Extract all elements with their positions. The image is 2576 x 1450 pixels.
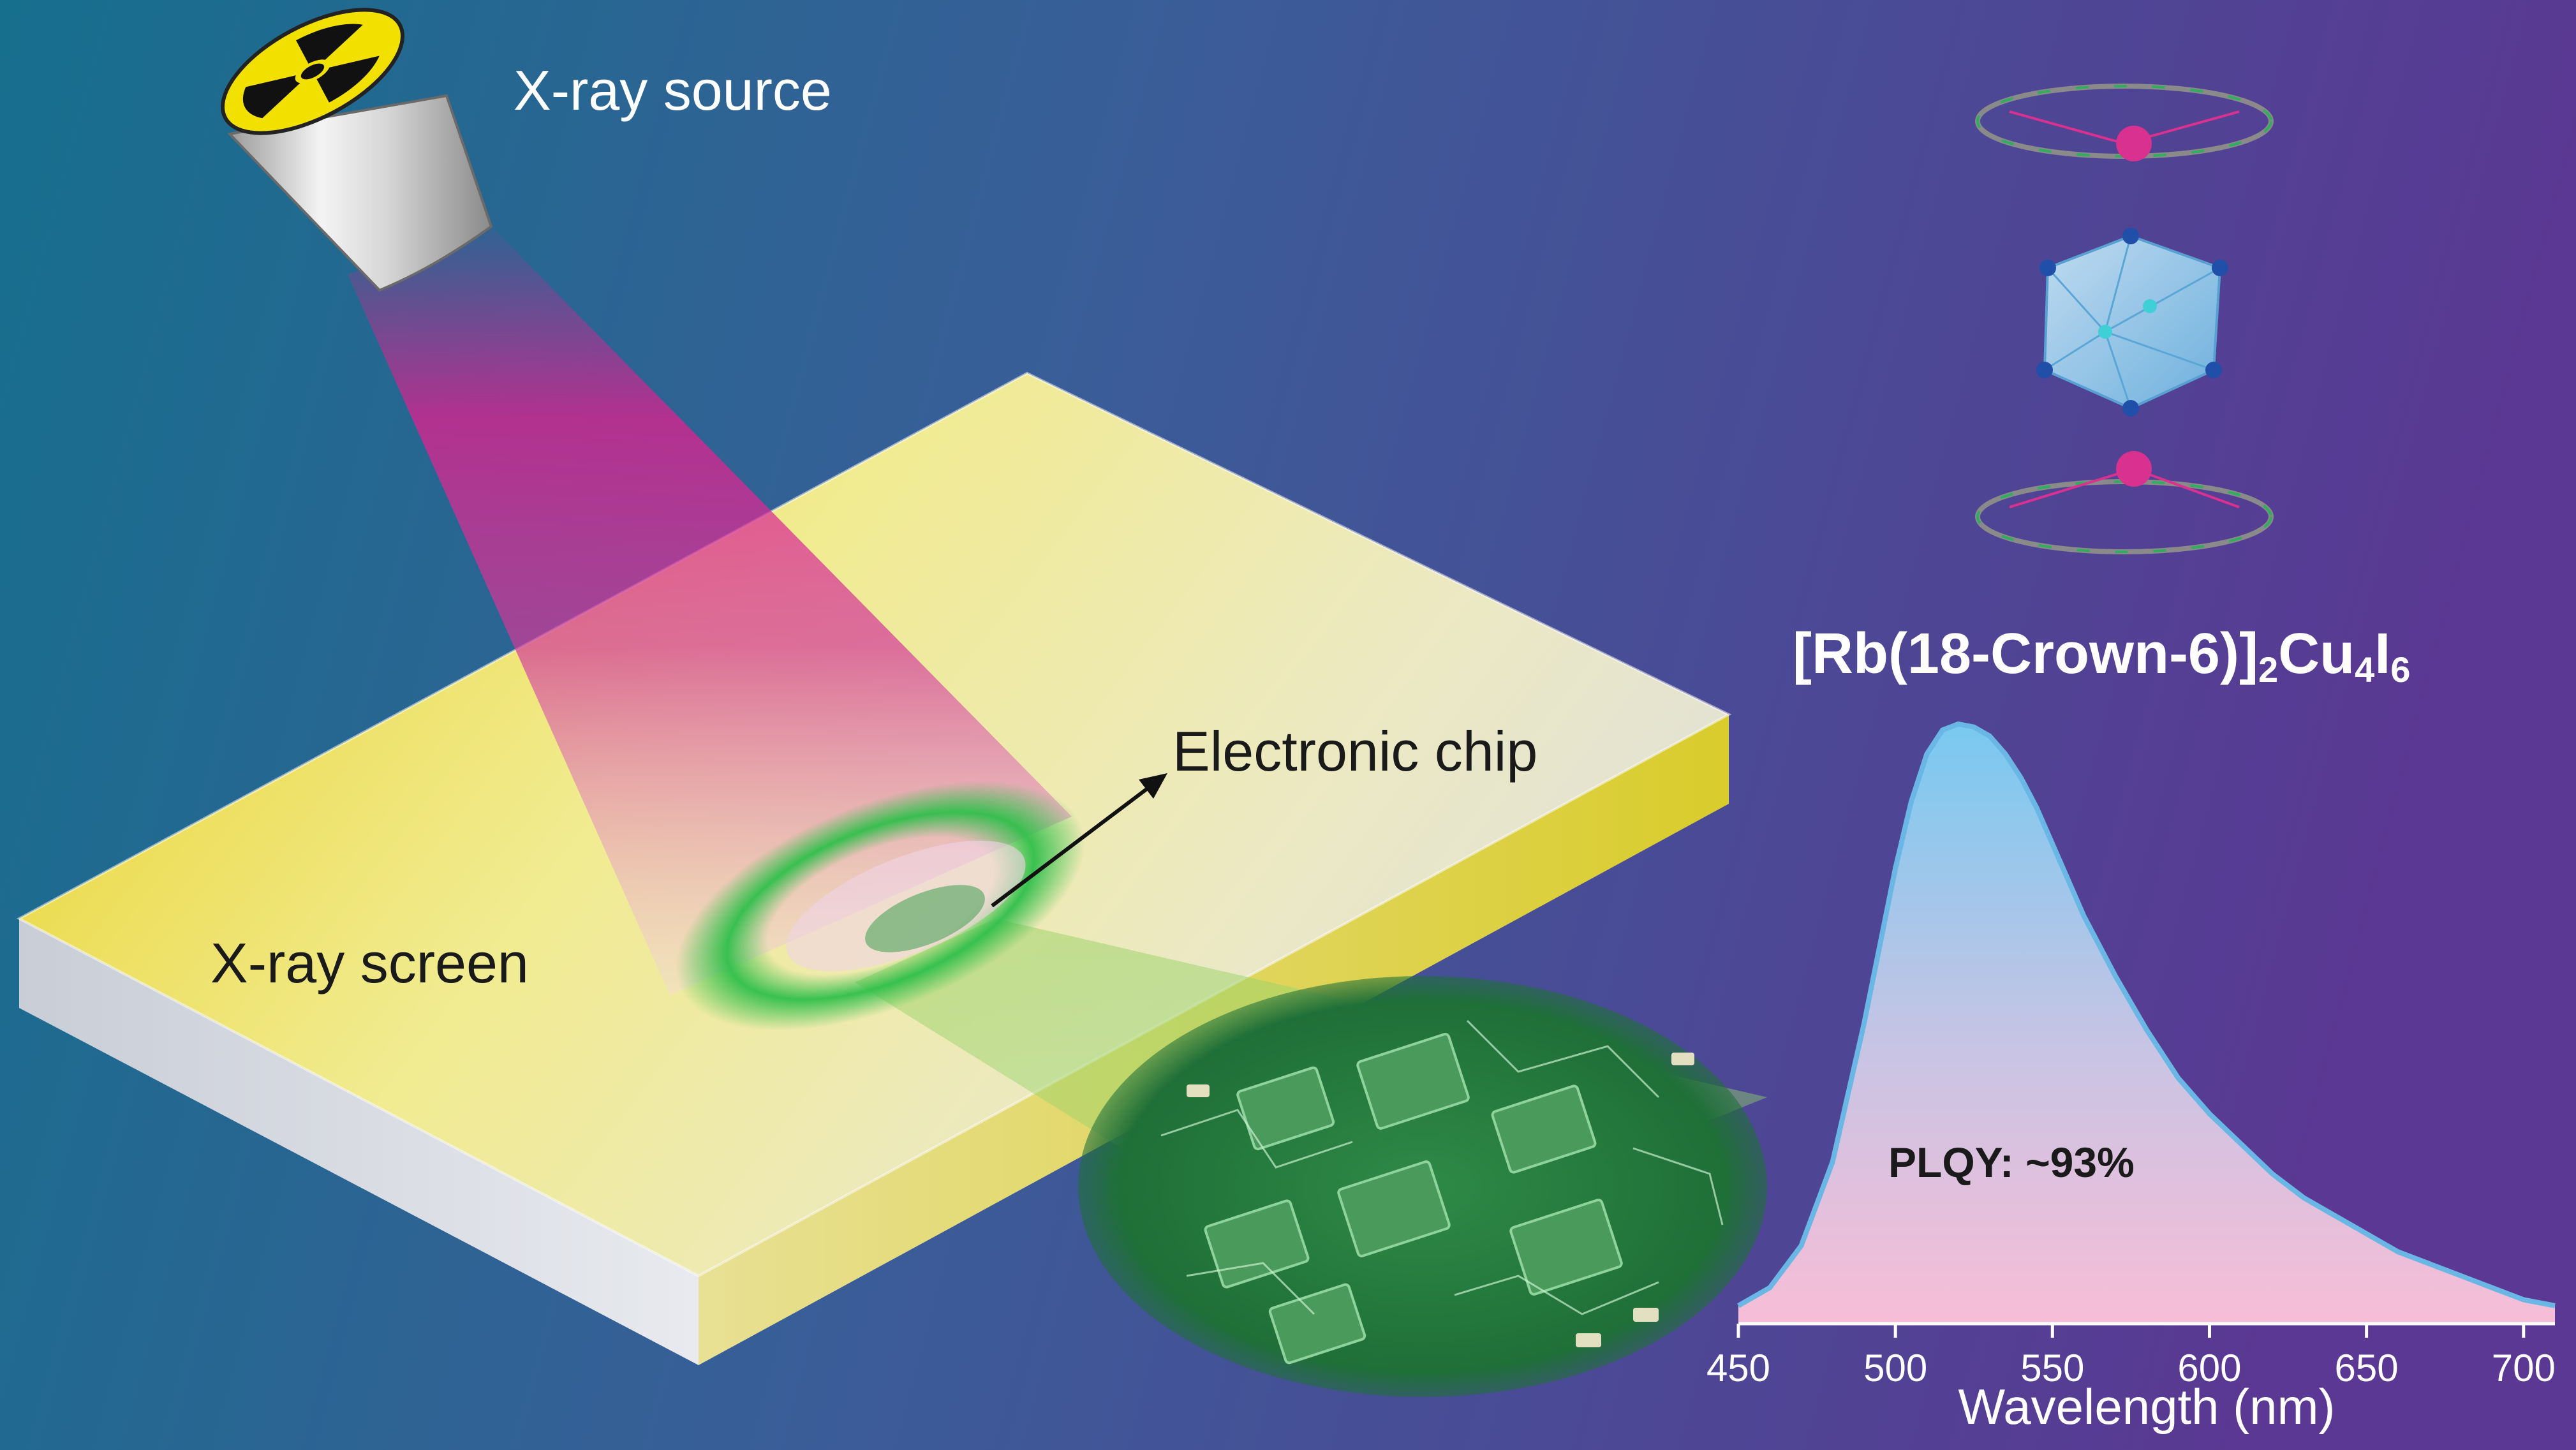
emission-spot xyxy=(676,781,1085,1031)
xray-screen-label: X-ray screen xyxy=(211,931,529,995)
x-tick-label: 550 xyxy=(2020,1347,2084,1389)
crown-ether-bottom xyxy=(1975,451,2274,554)
chip-pointer-arrow xyxy=(991,773,1167,908)
emission-spectrum-chart: 450 500 550 600 650 700 Wavelength (nm) PLQY:… xyxy=(1706,721,2556,1435)
compound-formula: [Rb(18-Crown-6)]2Cu4I6 xyxy=(1793,622,2410,690)
x-tick-label: 600 xyxy=(2177,1347,2241,1389)
electronic-chip-label: Electronic chip xyxy=(1173,720,1537,783)
x-tick-label: 450 xyxy=(1706,1347,1770,1389)
radiation-icon xyxy=(242,24,380,119)
x-axis-label: Wavelength (nm) xyxy=(1958,1379,2335,1435)
crystal-structure xyxy=(1975,84,2274,554)
cu4i6-octahedron xyxy=(2036,228,2228,417)
x-tick-label: 650 xyxy=(2335,1347,2399,1389)
crown-ether-top xyxy=(1975,84,2274,161)
x-tick-label: 700 xyxy=(2492,1347,2556,1389)
spectrum-area xyxy=(1738,724,2555,1324)
xray-source-label: X-ray source xyxy=(514,59,832,122)
x-axis-ticks: 450 500 550 600 650 700 xyxy=(1706,1324,2556,1389)
xray-source xyxy=(221,8,493,292)
circuit-board-magnified xyxy=(1078,976,1767,1397)
plqy-annotation: PLQY: ~93% xyxy=(1888,1139,2135,1186)
spectrum-line xyxy=(1737,721,2556,1308)
x-tick-label: 500 xyxy=(1863,1347,1927,1389)
